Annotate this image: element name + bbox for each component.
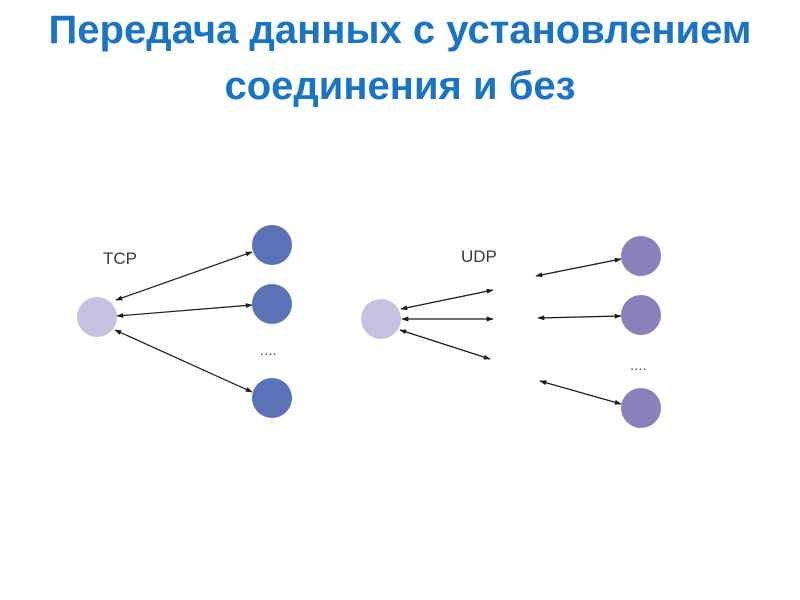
udp-panel: UDP .... (361, 236, 661, 428)
tcp-ellipsis: .... (260, 342, 277, 359)
udp-server-node-2 (621, 295, 661, 335)
tcp-connection-arrow-3 (114, 329, 253, 393)
udp-server-arrow-3 (539, 380, 622, 405)
tcp-connection-arrow-2 (116, 303, 253, 318)
udp-server-node-1 (621, 236, 661, 276)
tcp-server-node-1 (252, 225, 292, 265)
tcp-client-node (77, 297, 117, 337)
udp-server-node-3 (621, 388, 661, 428)
udp-client-node (361, 299, 401, 339)
tcp-server-node-3 (252, 378, 292, 418)
tcp-label: TCP (103, 249, 137, 268)
udp-ellipsis: .... (630, 357, 647, 374)
tcp-panel: TCP .... (77, 225, 292, 418)
udp-label: UDP (461, 247, 497, 266)
udp-server-arrow-1 (535, 257, 622, 278)
udp-client-arrow-3 (399, 329, 491, 360)
udp-client-arrow-1 (400, 288, 494, 311)
udp-server-arrow-2 (537, 313, 622, 321)
tcp-connection-arrow-1 (115, 251, 253, 301)
tcp-server-node-2 (252, 284, 292, 324)
slide-title: Передача данных с установлением соединен… (48, 8, 752, 108)
